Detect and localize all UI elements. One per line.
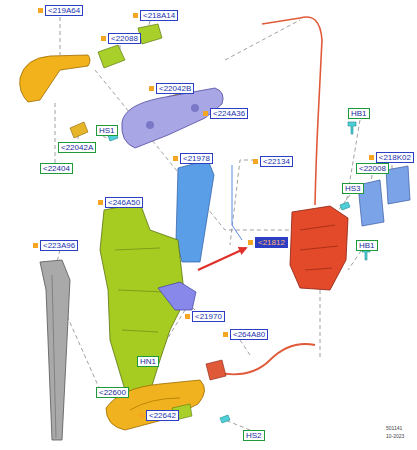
callout-box: <22042A: [58, 142, 96, 153]
handle-frame: [122, 88, 223, 148]
callout-number: <218K02: [379, 153, 411, 162]
marker-square: [223, 332, 228, 337]
callout-box: HS1: [96, 125, 118, 136]
door-latch: [290, 206, 348, 290]
marker-square: [369, 155, 374, 160]
marker-square: [253, 159, 258, 164]
weatherstrip: [40, 260, 70, 440]
marker-square: [139, 413, 144, 418]
callout-number: <246A50: [108, 198, 140, 207]
callout-number: HB1: [359, 241, 375, 250]
callout-number: HN1: [140, 357, 156, 366]
callout-number: <22404: [43, 164, 70, 173]
document-code: 10-2023: [386, 433, 404, 439]
callout-box: <218A14: [140, 10, 178, 21]
callout-number: <264A80: [233, 330, 265, 339]
callout-box: <22042B: [156, 83, 194, 94]
callout-box: <223A96: [40, 240, 78, 251]
callout-box: <264A80: [230, 329, 268, 340]
callout-box: <21970: [192, 311, 225, 322]
callout-box: HS2: [243, 430, 265, 441]
callout-box: HN1: [137, 356, 159, 367]
marker-square: [33, 243, 38, 248]
callout-number: <219A64: [48, 6, 80, 15]
callout-number: <21970: [195, 312, 222, 321]
callout-box: <22642: [146, 410, 179, 421]
highlight-arrow: [198, 248, 246, 270]
marker-square: [149, 86, 154, 91]
callout-number: HB1: [351, 109, 367, 118]
trim-panel-blue: [176, 160, 214, 262]
callout-number: <22042B: [159, 84, 191, 93]
callout-number: <223A96: [43, 241, 75, 250]
callout-number: HS3: [345, 184, 361, 193]
marker-square: [248, 240, 253, 245]
marker-square: [173, 156, 178, 161]
document-code: 501141: [386, 425, 402, 431]
callout-box: <21978: [180, 153, 213, 164]
callout-number: <21812: [258, 238, 285, 247]
callout-box: <224A36: [210, 108, 248, 119]
callout-number: <21978: [183, 154, 210, 163]
callout-box: <22088: [108, 33, 141, 44]
callout-number: <22134: [263, 157, 290, 166]
lower-cable: [206, 344, 315, 380]
callout-number: <22008: [359, 164, 386, 173]
callout-number: <22042A: [61, 143, 93, 152]
callout-box: <21812: [255, 237, 288, 248]
callout-box: <22134: [260, 156, 293, 167]
callout-box: <22600: [96, 387, 129, 398]
marker-square: [101, 36, 106, 41]
rod: [232, 165, 242, 240]
callout-number: <22600: [99, 388, 126, 397]
small-lever: [158, 282, 196, 310]
callout-box: <218K02: [376, 152, 414, 163]
marker-square: [98, 200, 103, 205]
marker-square: [38, 8, 43, 13]
callout-box: HB1: [348, 108, 370, 119]
leader-lines: [55, 17, 392, 430]
marker-square: [203, 111, 208, 116]
callout-box: <22404: [40, 163, 73, 174]
callout-number: HS2: [246, 431, 262, 440]
callout-box: <22008: [356, 163, 389, 174]
callout-box: <246A50: [105, 197, 143, 208]
callout-box: <219A64: [45, 5, 83, 16]
latch-brackets: [358, 166, 410, 226]
marker-square: [185, 314, 190, 319]
outside-handle: [20, 55, 90, 102]
callout-number: <224A36: [213, 109, 245, 118]
marker-square: [133, 13, 138, 18]
callout-number: HS1: [99, 126, 115, 135]
callout-number: <218A14: [143, 11, 175, 20]
callout-number: <22088: [111, 34, 138, 43]
callout-box: HS3: [342, 183, 364, 194]
handle-caps: [98, 24, 162, 68]
upper-cable: [262, 17, 322, 205]
callout-number: <22642: [149, 411, 176, 420]
callout-box: HB1: [356, 240, 378, 251]
